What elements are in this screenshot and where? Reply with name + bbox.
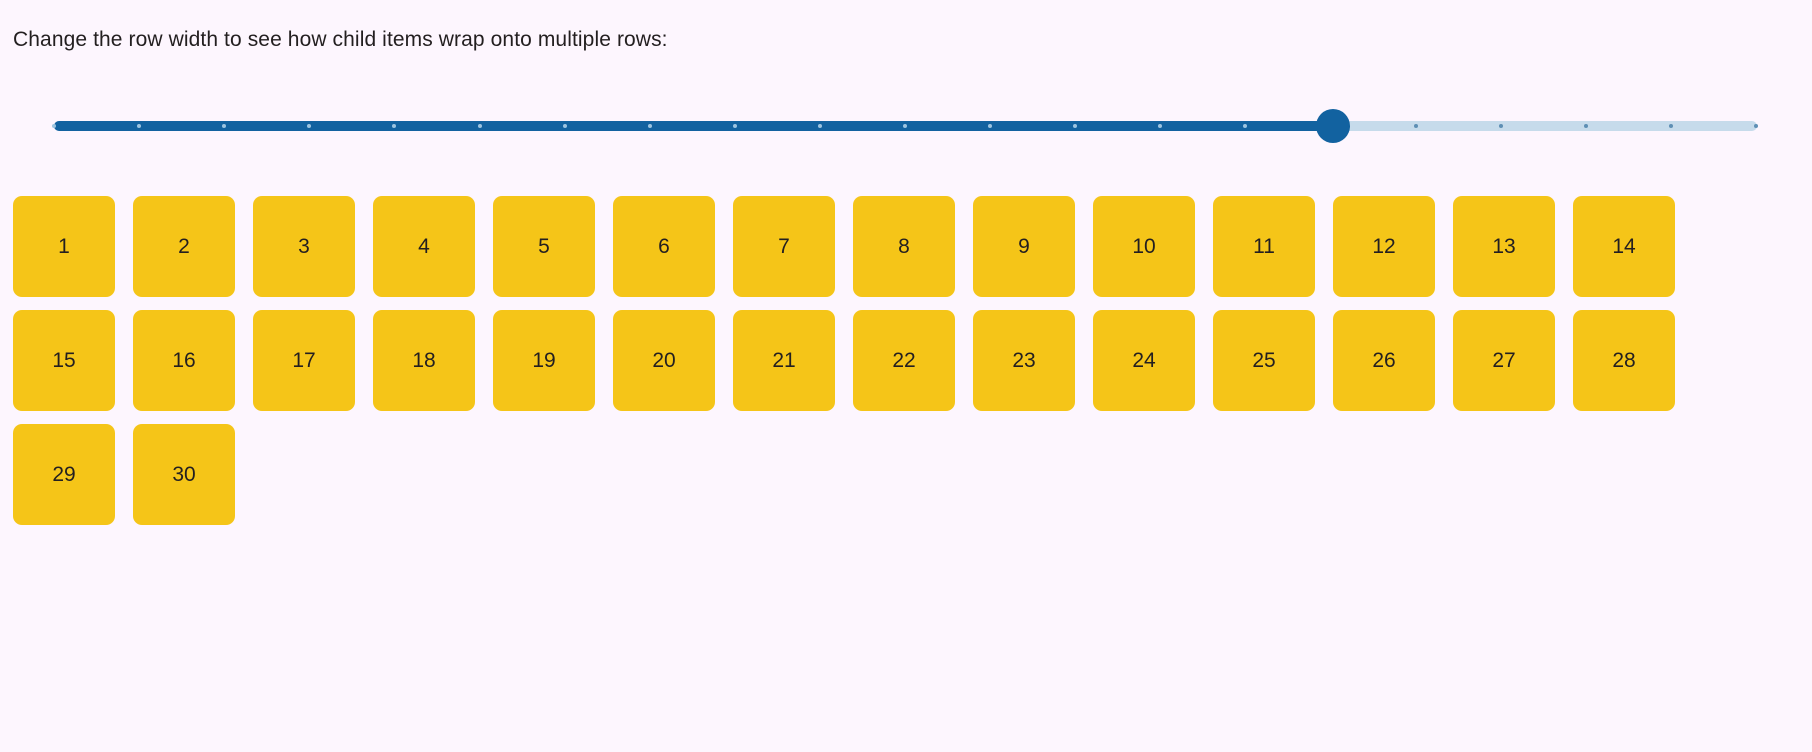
- slider-tick: [222, 124, 227, 128]
- slider-filled-track: [54, 121, 1333, 131]
- slider-tick: [1158, 124, 1163, 128]
- grid-tile: 9: [973, 196, 1075, 297]
- grid-tile: 26: [1333, 310, 1435, 411]
- grid-tile: 27: [1453, 310, 1555, 411]
- grid-tile: 7: [733, 196, 835, 297]
- slider-tick: [392, 124, 397, 128]
- slider-tick: [477, 124, 482, 128]
- grid-tile: 21: [733, 310, 835, 411]
- grid-tile: 17: [253, 310, 355, 411]
- grid-tile: 6: [613, 196, 715, 297]
- slider-tick: [562, 124, 567, 128]
- slider-tick: [1498, 124, 1503, 128]
- slider-tick: [1073, 124, 1078, 128]
- row-width-slider[interactable]: [52, 108, 1758, 144]
- grid-tile: 23: [973, 310, 1075, 411]
- slider-thumb[interactable]: [1315, 109, 1350, 143]
- grid-tile: 24: [1093, 310, 1195, 411]
- grid-tile: 14: [1573, 196, 1675, 297]
- grid-tile: 18: [373, 310, 475, 411]
- grid-tile: 2: [133, 196, 235, 297]
- slider-tick: [647, 124, 652, 128]
- slider-tick: [732, 124, 737, 128]
- grid-tile: 19: [493, 310, 595, 411]
- slider-tick: [1583, 124, 1588, 128]
- grid-tile: 15: [13, 310, 115, 411]
- grid-tile: 25: [1213, 310, 1315, 411]
- slider-tick: [1754, 124, 1758, 128]
- grid-tile: 22: [853, 310, 955, 411]
- grid-tile: 29: [13, 424, 115, 525]
- slider-tick: [988, 124, 993, 128]
- grid-tile: 4: [373, 196, 475, 297]
- slider-tick: [1413, 124, 1418, 128]
- slider-tick: [903, 124, 907, 128]
- slider-tick: [1668, 124, 1673, 128]
- grid-tile: 13: [1453, 196, 1555, 297]
- slider-tick: [137, 124, 142, 128]
- grid-tile: 10: [1093, 196, 1195, 297]
- slider-tick: [307, 124, 312, 128]
- slider-tick: [52, 124, 56, 128]
- slider-tick-marks: [52, 121, 1758, 131]
- grid-tile: 8: [853, 196, 955, 297]
- grid-tile: 30: [133, 424, 235, 525]
- grid-tile: 16: [133, 310, 235, 411]
- grid-tile: 3: [253, 196, 355, 297]
- slider-tick: [817, 124, 822, 128]
- slider-tick: [1243, 124, 1248, 128]
- grid-tile: 20: [613, 310, 715, 411]
- grid-tile: 1: [13, 196, 115, 297]
- page-title: Change the row width to see how child it…: [13, 28, 668, 51]
- grid-tile: 12: [1333, 196, 1435, 297]
- grid-tile: 5: [493, 196, 595, 297]
- grid-tile: 28: [1573, 310, 1675, 411]
- grid-tile: 11: [1213, 196, 1315, 297]
